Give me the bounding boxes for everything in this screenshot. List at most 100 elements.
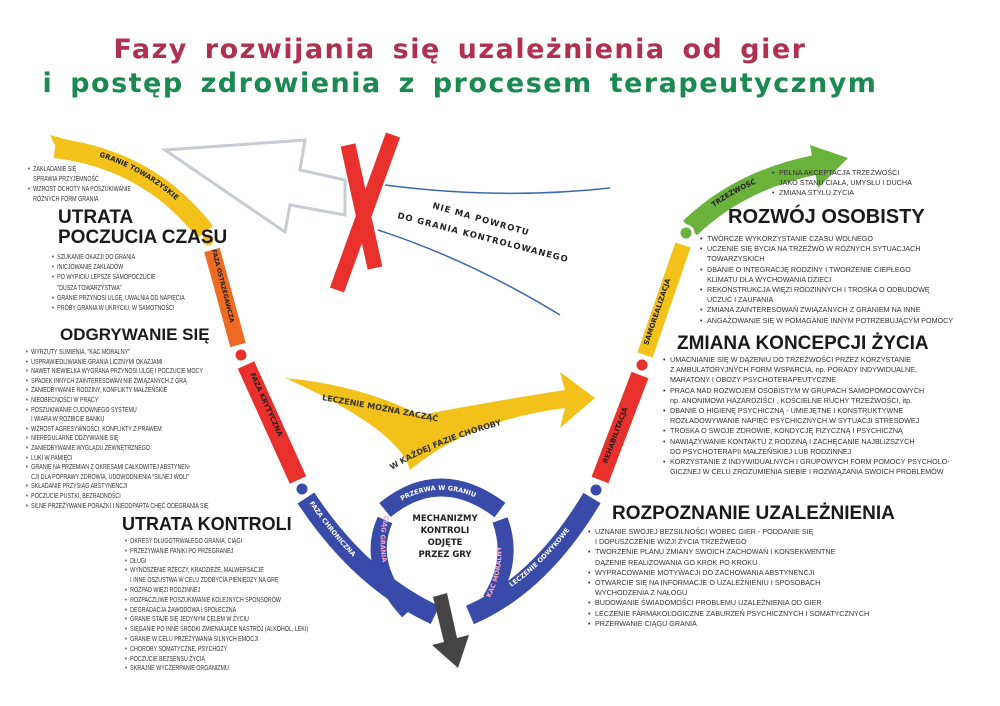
list-item: POSZUKIWANIE CUDOWNEGO SYSTEMU I WIARA W… bbox=[26, 405, 209, 424]
list-item: GRANIE W CELU PRZEŻYWANIA SILNYCH EMOCJI bbox=[125, 634, 308, 644]
title-line-2: i postęp zdrowienia z procesem terapeuty… bbox=[42, 68, 878, 99]
list-item: NIEREGULARNE ODŻYWIANIE SIĘ bbox=[26, 433, 209, 443]
heading-life-change: ZMIANA KONCEPCJI ŻYCIA bbox=[677, 333, 929, 354]
heading-time-loss-1: UTRATA bbox=[58, 207, 134, 228]
list-item: WZROST OCHOTY NA POSZUKIWANIE RÓŻNYCH FO… bbox=[28, 184, 131, 204]
time-loss-list: SZUKANIE OKAZJI DO GRANIAINICJOWANIE ZAK… bbox=[52, 252, 185, 313]
list-item: WYNOSZENIE RZECZY, KRADZIEŻE, MALWERSACJ… bbox=[125, 565, 308, 585]
list-item: LECZENIE FARMAKOLOGICZNE ZABURZEŃ PSYCHI… bbox=[588, 609, 869, 619]
list-item: ZMIANA ZAINTERESOWAŃ ZWIĄZANYCH Z GRANIE… bbox=[700, 305, 953, 315]
dot-blue-left bbox=[293, 480, 311, 498]
heading-time-loss: UTRATA POCZUCIA CZASU bbox=[58, 208, 227, 248]
heading-recognition: ROZPOZNANIE UZALEŻNIENIA bbox=[612, 503, 895, 524]
growth-list: TWÓRCZE WYKORZYSTANIE CZASU WOLNEGOUCZEN… bbox=[700, 234, 953, 326]
list-item: SKRAJNE WYCZERPANIE ORGANIZMU bbox=[125, 663, 308, 673]
list-item: SILNE PRZEŻYWANIE PORAŻKI I NIEODPARTA C… bbox=[26, 501, 209, 511]
list-item: PRZERWANIE CIĄGU GRANIA bbox=[588, 619, 869, 629]
dot-red-right bbox=[633, 356, 651, 374]
red-x-icon bbox=[329, 132, 401, 293]
list-item: PRZEŻYWANIE PANIKI PO PRZEGRANEJ bbox=[125, 546, 308, 556]
list-item: PO WYPICIU LEPSZE SAMOPOCZUCIE "DUSZA TO… bbox=[52, 272, 185, 292]
list-item: WZROST AGRESYWNOŚCI, KONFLIKTY Z PRAWEM bbox=[26, 424, 209, 434]
dot-yellow bbox=[199, 231, 217, 249]
list-item: POCZUCIE BEZSENSU ŻYCIA bbox=[125, 654, 308, 664]
list-item: BUDOWANIE ŚWIADOMOŚCI PROBLEMU UZALEŻNIE… bbox=[588, 598, 869, 608]
band-hangover bbox=[483, 517, 514, 605]
list-item: DŁUGI bbox=[125, 556, 308, 566]
band-binge bbox=[370, 516, 414, 618]
center-line1: MECHANIZMY bbox=[412, 514, 478, 524]
list-item: ZMIANA STYLU ŻYCIA bbox=[772, 188, 912, 198]
list-item: OKRESY DŁUGOTRWAŁEGO GRANIA, CIĄGI bbox=[125, 536, 308, 546]
list-item: UZNANIE SWOJEJ BEZSILNOŚCI WOBEC GIER - … bbox=[588, 527, 869, 547]
list-item: WYRZUTY SUMIENIA, "KAC MORALNY" bbox=[26, 347, 209, 357]
list-item: SPADEK INNYCH ZAINTERESOWAŃ NIE ZWIĄZANY… bbox=[26, 376, 209, 386]
list-item: CHOROBY SOMATYCZNE, PSYCHOZY bbox=[125, 644, 308, 654]
band-critical bbox=[237, 361, 307, 484]
band-detox bbox=[465, 492, 601, 625]
heading-chasing: ODGRYWANIE SIĘ bbox=[60, 325, 210, 344]
list-item: UCZENIE SIĘ BYCIA NA TRZEŹWO W RÓŻNYCH S… bbox=[700, 244, 953, 264]
list-item: TWORZENIE PLANU ZMIANY SWOICH ZACHOWAŃ I… bbox=[588, 547, 869, 567]
band-warning bbox=[204, 247, 246, 348]
list-item: WYPRACOWANIE MOTYWACJI DO ZACHOWANIA ABS… bbox=[588, 568, 869, 578]
svg-text:FAZA CHRONICZNA: FAZA CHRONICZNA bbox=[308, 500, 358, 559]
list-item: ROZPAD WIĘZI RODZINNEJ bbox=[125, 585, 308, 595]
list-item: KORZYSTANIE Z INDYWIDUALNYCH I GRUPOWYCH… bbox=[663, 457, 950, 477]
list-item: TROSKA O SWOJE ZDROWIE, KONDYCJĘ FIZYCZN… bbox=[663, 426, 950, 436]
heading-control-loss: UTRATA KONTROLI bbox=[122, 514, 292, 534]
list-item: ZAKŁADANIE SIĘ SPRAWIA PRZYJEMNOŚĆ bbox=[28, 164, 131, 184]
list-item: REKONSTRUKCJA WIĘZI RODZINNYCH I TROSKA … bbox=[700, 285, 953, 305]
list-item: ZANIEDBYWANIE WYGLĄDU ZEWNĘTRZNEGO bbox=[26, 443, 209, 453]
control-loss-list: OKRESY DŁUGOTRWAŁEGO GRANIA, CIĄGIPRZEŻY… bbox=[125, 536, 308, 673]
right-intro-list: PEŁNA AKCEPTACJA TRZEŹWOŚCI JAKO STANU C… bbox=[772, 168, 912, 199]
band-selfreal bbox=[637, 242, 691, 358]
list-item: SZUKANIE OKAZJI DO GRANIA bbox=[52, 252, 185, 262]
band-chronic bbox=[297, 492, 440, 625]
center-line2: KONTROLI bbox=[420, 526, 470, 536]
list-item: POCZUCIE PUSTKI, BEZRADNOŚCI bbox=[26, 491, 209, 501]
list-item: ANGAŻOWANIE SIĘ W POMAGANIE INNYM POTRZE… bbox=[700, 316, 953, 326]
band-social bbox=[53, 138, 213, 239]
center-text: MECHANIZMY KONTROLI ODJĘTE PRZEZ GRY bbox=[405, 513, 485, 561]
band-rehab bbox=[591, 371, 649, 484]
heading-growth: ROZWÓJ OSOBISTY bbox=[728, 206, 925, 228]
list-item: DBANIE O INTEGRACJĘ RODZINY I TWORZENIE … bbox=[700, 265, 953, 285]
list-item: ROZPACZLIWE POSZUKIWANIE KOLEJNYCH SPONS… bbox=[125, 595, 308, 605]
list-item: GRANIE NA PRZEMIAN Z OKRESAMI CAŁKOWITEJ… bbox=[26, 462, 209, 481]
list-item: DEGRADACJA ZAWODOWA I SPOŁECZNA bbox=[125, 605, 308, 615]
list-item: USPRAWIEDLIWIANIE GRANIA LICZNYMI OKAZJA… bbox=[26, 357, 209, 367]
return-arrow-outline bbox=[160, 138, 347, 235]
down-arrow-icon bbox=[432, 593, 469, 668]
list-item: NIEOBECNOŚCI W PRACY bbox=[26, 395, 209, 405]
list-item: PRACA NAD ROZWOJEM OSOBISTYM W GRUPACH S… bbox=[663, 386, 950, 406]
list-item: NAWET NIEWIELKA WYGRANA PRZYNOSI ULGĘ I … bbox=[26, 366, 209, 376]
treatment-arrow bbox=[285, 372, 595, 470]
list-item: PRÓBY GRANIA W UKRYCIU, W SAMOTNOŚCI bbox=[52, 303, 185, 313]
no-return-line-top bbox=[384, 184, 611, 195]
no-return-line-bottom bbox=[377, 229, 561, 316]
center-line4: PRZEZ GRY bbox=[418, 550, 472, 560]
chasing-list: WYRZUTY SUMIENIA, "KAC MORALNY"USPRAWIED… bbox=[26, 347, 209, 510]
list-item: DBANIE O HIGIENĘ PSYCHICZNĄ - UMIEJĘTNE … bbox=[663, 406, 950, 426]
heading-time-loss-2: POCZUCIA CZASU bbox=[58, 226, 228, 248]
list-item: INICJOWANIE ZAKŁADÓW bbox=[52, 262, 185, 272]
label-chronic: FAZA CHRONICZNA bbox=[308, 500, 358, 559]
center-line3: ODJĘTE bbox=[427, 538, 463, 548]
list-item: OTWARCIE SIĘ NA INFORMACJE O UZALEŻNIENI… bbox=[588, 578, 869, 598]
list-item: ZANIEDBYWANIE RODZINY, KONFLIKTY MAŁŻEŃS… bbox=[26, 385, 209, 395]
list-item: GRANIE STAJE SIĘ JEDYNYM CELEM W ŻYCIU bbox=[125, 614, 308, 624]
band-social-tail bbox=[50, 135, 68, 160]
list-item: SIĘGANIE PO INNE ŚRODKI ZMIENIAJĄCE NAST… bbox=[125, 624, 308, 634]
life-change-list: UMACNIANIE SIĘ W DĄŻENIU DO TRZEŹWOŚCI P… bbox=[663, 355, 950, 477]
list-item: GRANIE PRZYNOSI ULGĘ, UWALNIA OD NAPIĘCI… bbox=[52, 293, 185, 303]
list-item: UMACNIANIE SIĘ W DĄŻENIU DO TRZEŹWOŚCI P… bbox=[663, 355, 950, 386]
band-pause bbox=[379, 478, 506, 518]
list-item: TWÓRCZE WYKORZYSTANIE CZASU WOLNEGO bbox=[700, 234, 953, 244]
dot-green bbox=[677, 224, 695, 242]
list-item: PEŁNA AKCEPTACJA TRZEŹWOŚCI JAKO STANU C… bbox=[772, 168, 912, 188]
list-item: LUKI W PAMIĘCI bbox=[26, 453, 209, 463]
left-intro-list: ZAKŁADANIE SIĘ SPRAWIA PRZYJEMNOŚĆWZROST… bbox=[28, 164, 131, 204]
